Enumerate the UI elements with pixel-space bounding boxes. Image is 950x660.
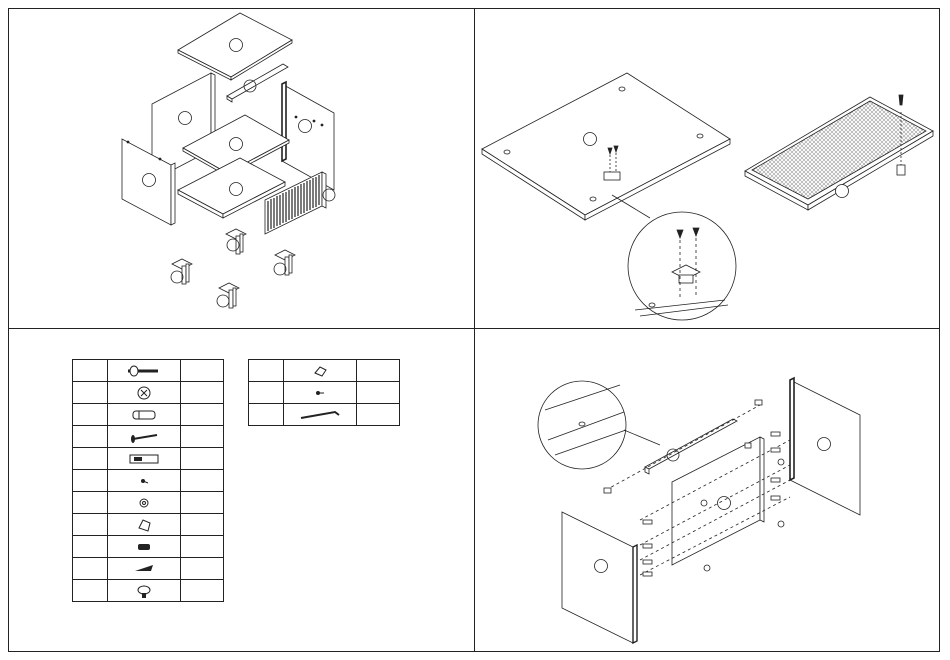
callout-line bbox=[624, 430, 660, 445]
hardware-table-left bbox=[72, 359, 224, 602]
part-label-circle bbox=[836, 185, 849, 198]
table-row bbox=[249, 382, 400, 404]
bracket-clip-icon bbox=[134, 516, 154, 534]
panel-hardware-list bbox=[9, 329, 474, 652]
leg-bracket bbox=[274, 250, 295, 275]
leg-bracket bbox=[171, 259, 192, 284]
magnified-detail bbox=[628, 212, 736, 320]
flat-head-bolt-icon bbox=[134, 582, 154, 600]
table-row bbox=[73, 514, 224, 536]
table-row bbox=[73, 492, 224, 514]
magnified-detail bbox=[538, 381, 626, 469]
wood-dowel-icon bbox=[129, 407, 159, 423]
exploded-view-diagram bbox=[9, 9, 474, 328]
table-row bbox=[73, 558, 224, 580]
top-panel bbox=[178, 13, 292, 77]
table-row bbox=[73, 426, 224, 448]
left-side-panel bbox=[562, 512, 633, 643]
callout-line bbox=[612, 195, 650, 218]
bottom-assembly-diagram bbox=[475, 9, 940, 328]
wood-screw-icon bbox=[131, 561, 157, 577]
table-row bbox=[73, 404, 224, 426]
panel-side-assembly bbox=[475, 329, 940, 652]
center-panel bbox=[672, 437, 760, 565]
hardware-table-right bbox=[248, 359, 400, 426]
table-row bbox=[249, 404, 400, 426]
table-row bbox=[73, 536, 224, 558]
leg-bracket bbox=[217, 283, 239, 308]
table-row bbox=[249, 360, 400, 382]
table-row bbox=[73, 360, 224, 382]
side-assembly-diagram bbox=[475, 329, 940, 652]
panel-bottom-assembly bbox=[475, 9, 940, 328]
leg-bracket bbox=[226, 229, 246, 254]
hinge-bracket-icon bbox=[126, 451, 162, 467]
bottom-board bbox=[482, 73, 730, 215]
tiny-screw-icon bbox=[313, 387, 327, 399]
cam-lock-icon bbox=[134, 384, 154, 402]
table-row bbox=[73, 580, 224, 602]
panel-exploded-view bbox=[9, 9, 474, 328]
table-row bbox=[73, 382, 224, 404]
small-screw-icon bbox=[137, 475, 151, 487]
short-screw-icon bbox=[134, 540, 154, 554]
table-row bbox=[73, 470, 224, 492]
cam-bolt-icon bbox=[124, 363, 164, 379]
table-row bbox=[73, 448, 224, 470]
allen-key-icon bbox=[297, 406, 343, 424]
long-screw-icon bbox=[127, 430, 161, 444]
shelf-clip-icon bbox=[310, 363, 330, 379]
right-side-panel bbox=[790, 380, 860, 515]
washer-icon bbox=[137, 496, 151, 510]
